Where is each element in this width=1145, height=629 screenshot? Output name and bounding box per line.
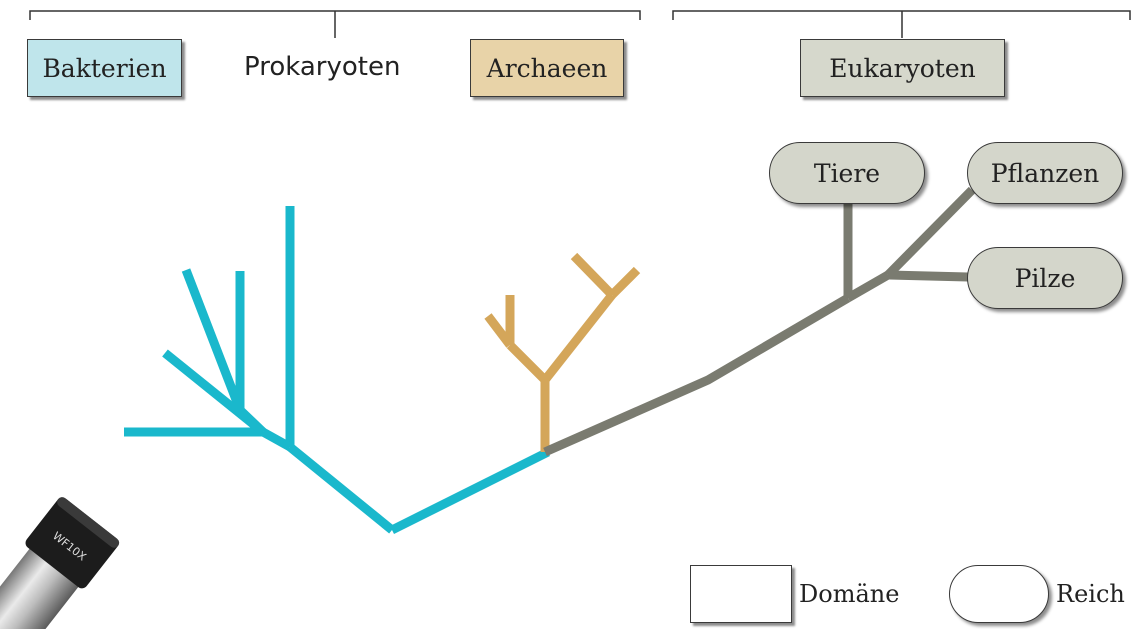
eukaryotes-label: Eukaryoten xyxy=(829,53,976,83)
legend-domain-label: Domäne xyxy=(799,580,900,608)
kingdom-fungi-label: Pilze xyxy=(1014,263,1076,293)
bacteria-label: Bakterien xyxy=(42,53,167,83)
bacteria-branches xyxy=(124,206,551,628)
kingdom-plants-label: Pflanzen xyxy=(990,158,1100,188)
kingdom-animals: Tiere xyxy=(769,142,925,204)
eukaryotes-bracket xyxy=(672,10,1131,38)
eukaryote-branches xyxy=(543,186,976,457)
kingdom-animals-label: Tiere xyxy=(813,158,881,188)
kingdom-plants: Pflanzen xyxy=(967,142,1123,204)
legend-domain-swatch xyxy=(690,565,792,623)
archaea-branches xyxy=(484,252,641,452)
kingdom-fungi: Pilze xyxy=(967,247,1123,309)
prokaryotes-bracket xyxy=(29,10,641,38)
archaea-domain-box: Archaeen xyxy=(470,39,624,97)
legend-kingdom-swatch xyxy=(949,565,1049,623)
legend-kingdom-label: Reich xyxy=(1056,580,1125,608)
bacteria-domain-box: Bakterien xyxy=(27,39,182,97)
eukaryotes-domain-box: Eukaryoten xyxy=(800,39,1005,97)
prokaryotes-label: Prokaryoten xyxy=(244,52,401,82)
microscope-eyepiece-icon: WF10X xyxy=(0,497,120,629)
archaea-label: Archaeen xyxy=(486,53,608,83)
